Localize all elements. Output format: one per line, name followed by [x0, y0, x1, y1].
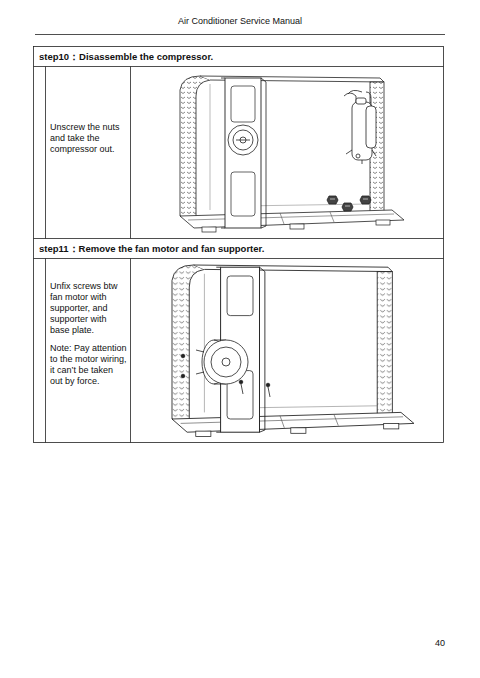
cell-text: Unscrew the nuts and take the compressor…: [50, 122, 128, 155]
cell-text: step10：Disassemble the compressor.: [39, 51, 438, 63]
step-heading: step11：Remove the fan motor and fan supp…: [34, 239, 442, 258]
note-text: Note: Pay attention to the motor wiring,…: [50, 343, 128, 387]
instruction-text: Unscrew the nuts and take the compressor…: [50, 122, 128, 162]
cell-text: Unfix screws btw fan motor with supporte…: [50, 281, 128, 336]
page-number: 40: [425, 638, 455, 648]
cell-text: step11：Remove the fan motor and fan supp…: [39, 243, 438, 255]
page-header: Air Conditioner Service Manual: [0, 16, 480, 26]
instruction-text: Unfix screws btw fan motor with supporte…: [50, 281, 128, 387]
step-heading: step10：Disassemble the compressor.: [34, 47, 442, 66]
